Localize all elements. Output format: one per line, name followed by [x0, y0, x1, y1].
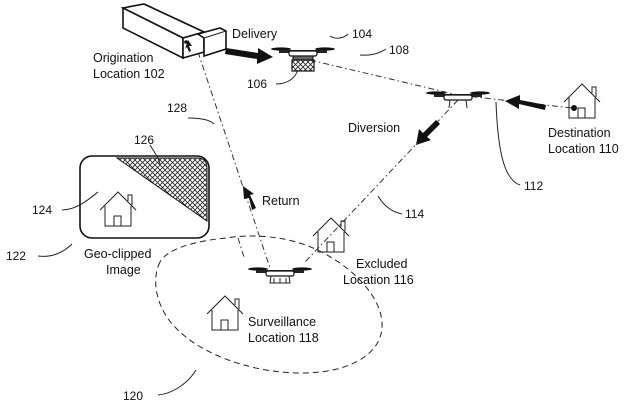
origination-label-line2: Location 102 — [93, 67, 165, 81]
delivery-path-108 — [309, 59, 459, 96]
delivery-label: Delivery — [232, 27, 278, 41]
diversion-label: Diversion — [348, 121, 400, 135]
destination-label-line2: Location 110 — [548, 142, 619, 156]
geo-clipped-label-line1: Geo-clipped — [84, 247, 151, 261]
surveillance-label-line2: Location 118 — [248, 331, 319, 345]
geo-clipped-image-icon — [79, 155, 210, 239]
leader-126 — [149, 144, 161, 165]
incoming-arrow-icon — [505, 95, 546, 110]
ref-128: 128 — [167, 101, 187, 115]
destination-label-line1: Destination — [548, 126, 611, 140]
leader-124 — [61, 191, 99, 211]
destination-marker-icon — [571, 105, 577, 111]
leader-122 — [37, 243, 73, 257]
origination-label-line1: Origination — [93, 51, 153, 65]
delivery-drone-icon — [271, 47, 335, 72]
delivery-arrow-icon — [225, 48, 273, 64]
geo-clipped-label-line2: Image — [106, 263, 141, 277]
surveillance-house-icon — [206, 295, 244, 331]
leader-120 — [157, 369, 197, 396]
ref-106: 106 — [247, 77, 267, 91]
leader-106 — [275, 69, 299, 85]
surveillance-region-120 — [155, 235, 383, 374]
surveillance-drone-icon — [248, 267, 312, 284]
ref-126: 126 — [134, 133, 154, 147]
diverted-drone-icon — [426, 91, 490, 109]
ref-104: 104 — [352, 27, 372, 41]
leader-112 — [495, 101, 521, 186]
ref-120: 120 — [123, 389, 143, 403]
leader-104 — [329, 33, 349, 39]
ref-112: 112 — [524, 179, 543, 193]
diversion-arrow-icon — [416, 120, 440, 145]
return-arrow-icon — [243, 186, 256, 210]
excluded-label-line2: Location 116 — [343, 273, 414, 287]
return-path-128 — [197, 51, 271, 269]
return-label: Return — [262, 194, 300, 208]
ref-122: 122 — [6, 249, 26, 263]
ref-108: 108 — [389, 43, 409, 57]
ref-124: 124 — [32, 203, 52, 217]
geo-clip-connector — [237, 237, 245, 258]
leader-114 — [377, 195, 403, 215]
ref-114: 114 — [405, 207, 424, 221]
destination-house-icon — [563, 83, 601, 119]
leader-128 — [187, 117, 215, 125]
surveillance-label-line1: Surveillance — [248, 315, 316, 329]
leader-108 — [359, 48, 387, 56]
origination-building-icon — [120, 3, 227, 60]
excluded-label-line1: Excluded — [356, 257, 407, 271]
